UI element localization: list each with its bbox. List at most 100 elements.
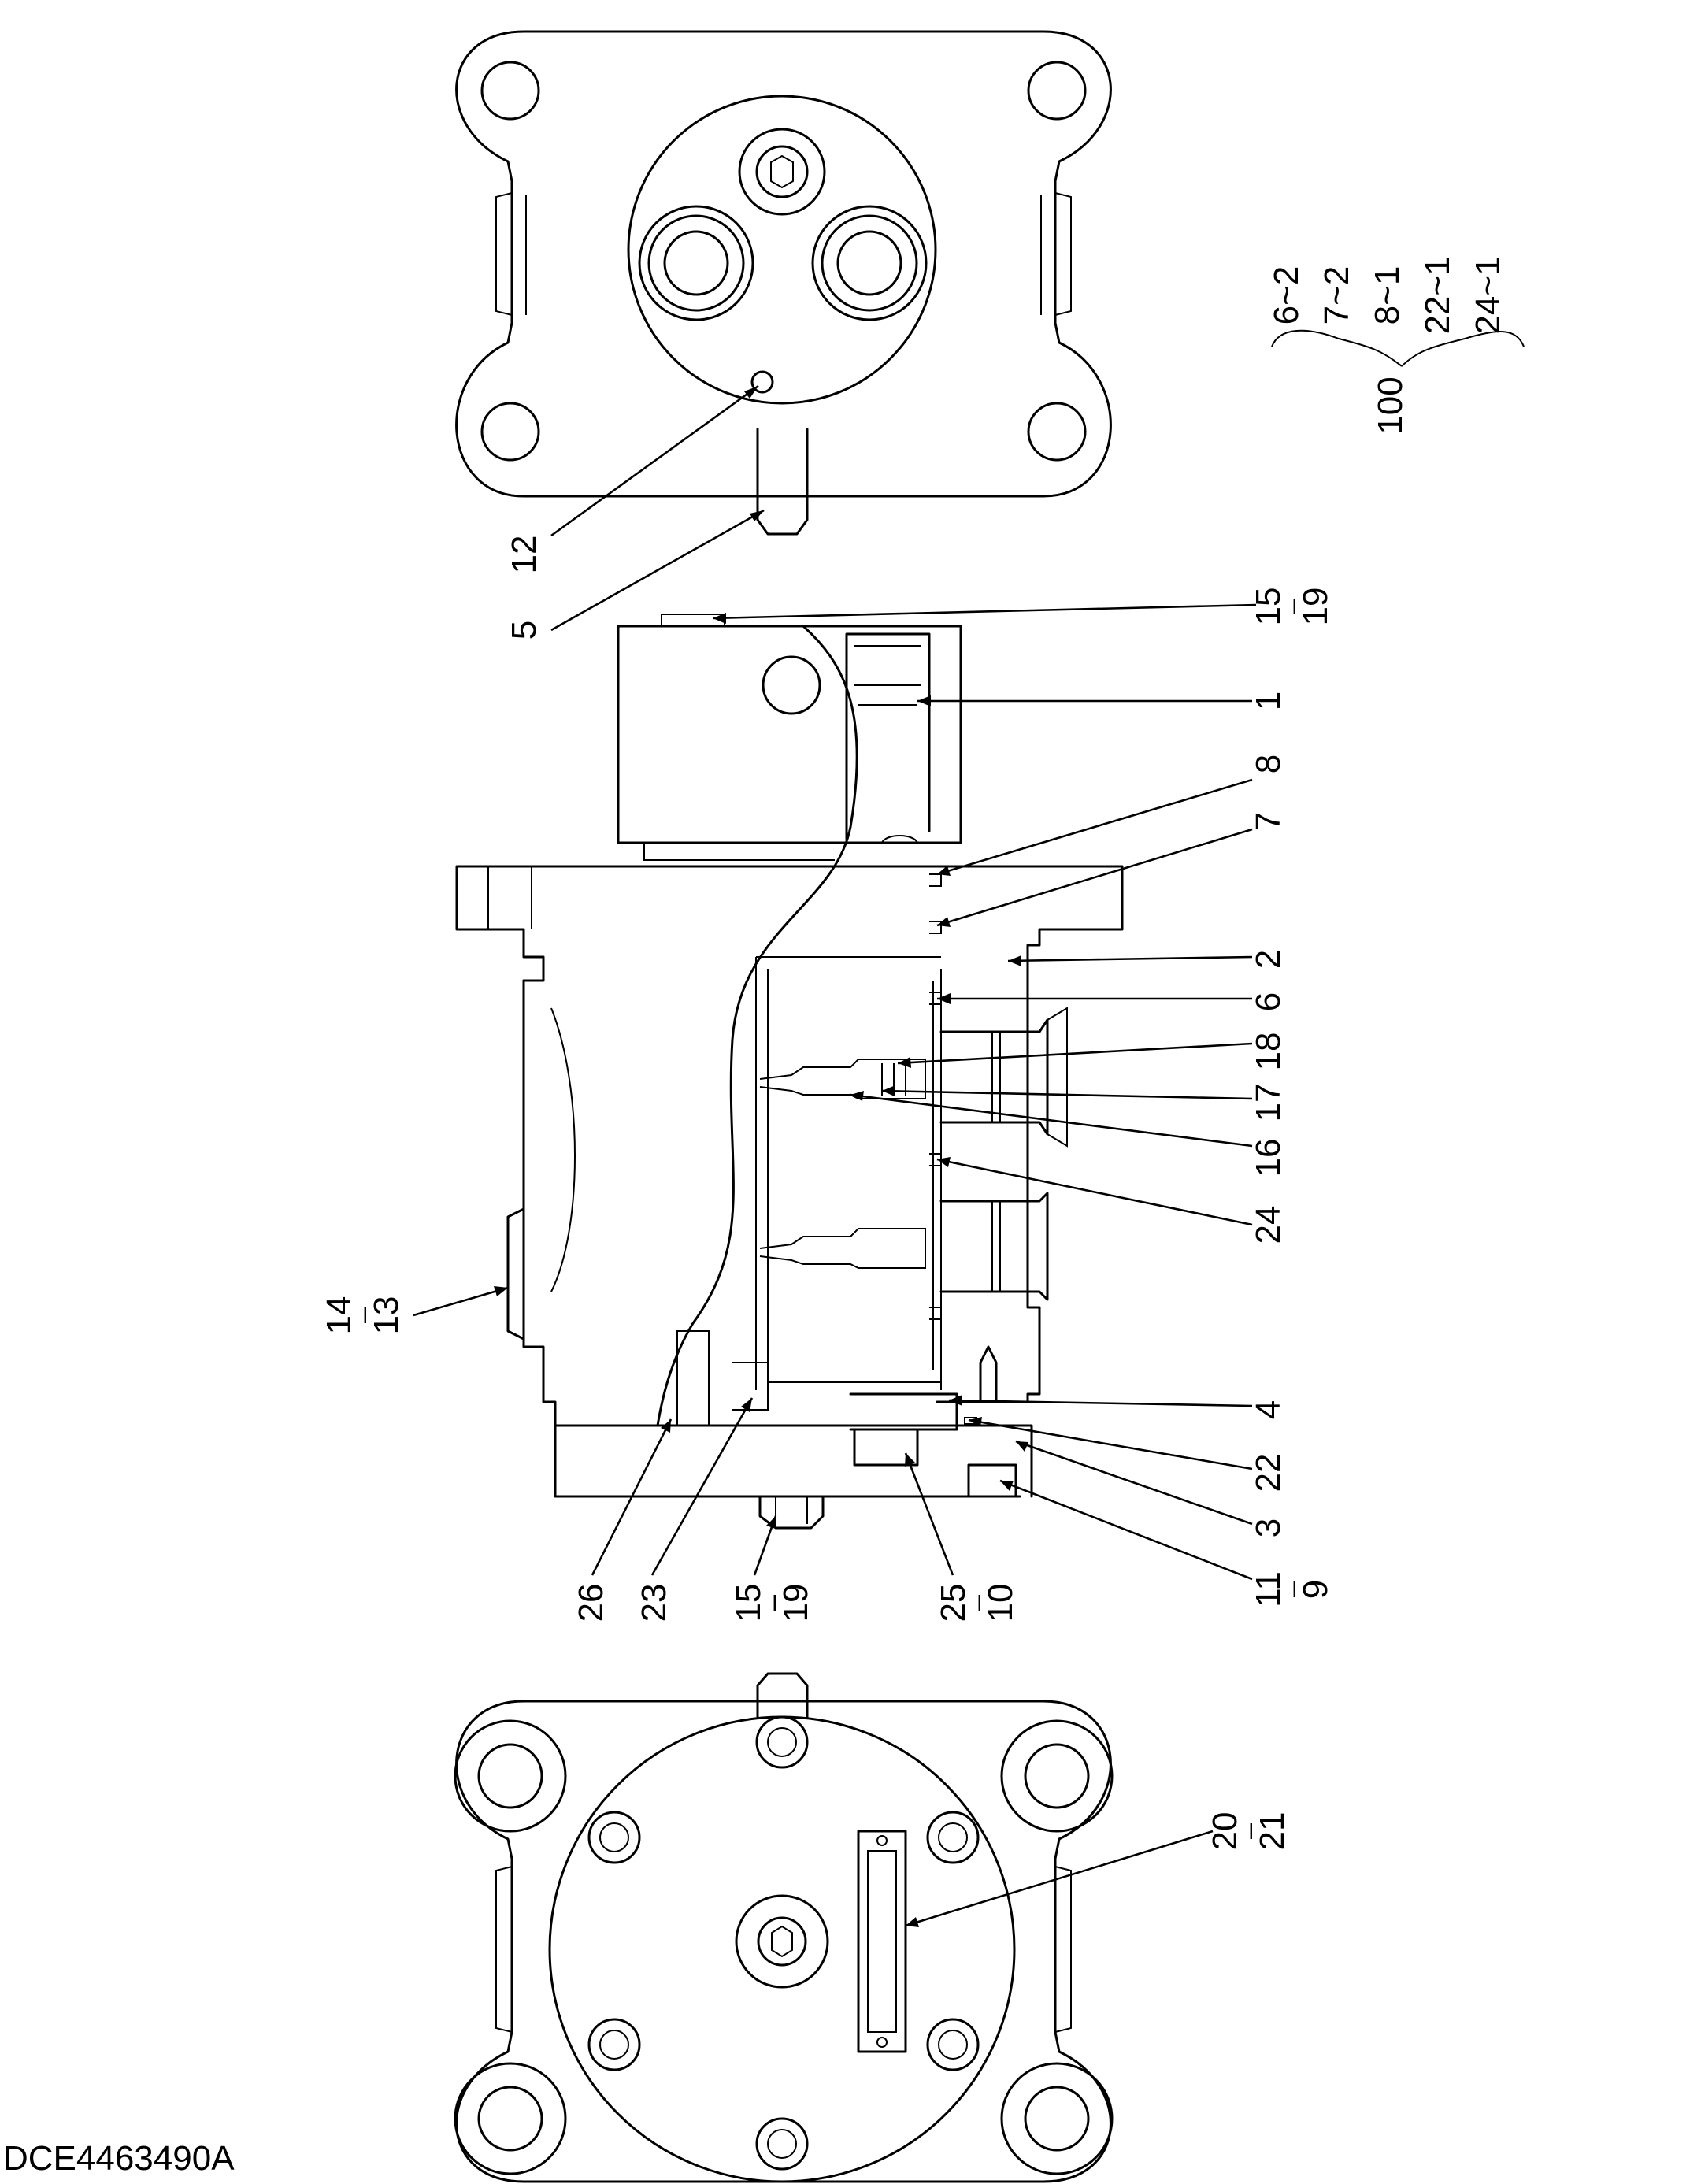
callout-5: 5 bbox=[505, 621, 543, 640]
plug-15-bottom-lines bbox=[775, 1496, 808, 1524]
bottom-ear-top-right bbox=[1000, 1719, 1114, 1833]
pipe-passage bbox=[845, 632, 931, 840]
spool-lower bbox=[759, 1228, 926, 1269]
top-end-view bbox=[455, 30, 1112, 536]
left-port-mid bbox=[647, 214, 745, 312]
bottom-round-body bbox=[548, 1715, 1016, 2183]
callout-8: 8 bbox=[1249, 755, 1288, 773]
top-left-boss bbox=[495, 192, 513, 316]
plate-rivet-top bbox=[876, 1835, 888, 1846]
housing-bulge-14 bbox=[506, 1207, 525, 1340]
name-plate-20-inner bbox=[867, 1850, 897, 2033]
relief-valve-upper-detail bbox=[991, 1007, 1068, 1148]
pin-3 bbox=[979, 1345, 998, 1403]
relief-valve-lower-detail bbox=[991, 1201, 1001, 1292]
bottom-key-tab bbox=[756, 1672, 809, 1719]
kit-brace bbox=[1271, 329, 1525, 367]
small-pin-hole bbox=[750, 370, 774, 394]
callout-3: 3 bbox=[1249, 1518, 1288, 1537]
relief-valve-upper bbox=[939, 1018, 1049, 1136]
callout-23: 23 bbox=[635, 1584, 673, 1622]
mounting-flange bbox=[455, 865, 1124, 1403]
kit-group-100: 100 6~2 7~2 8~1 22~1 24~1 bbox=[1267, 256, 1525, 435]
bottom-left-boss bbox=[495, 1866, 513, 2033]
bolt-hole-top-left bbox=[480, 61, 540, 121]
kit-item-3: 8~1 bbox=[1368, 266, 1406, 325]
bottom-hole-bottom-right bbox=[1024, 2086, 1090, 2152]
screw-11 bbox=[967, 1463, 1017, 1498]
housing-bottom-plate bbox=[554, 1424, 1033, 1498]
housing-left-bulge bbox=[550, 1007, 576, 1292]
cylinder-bore bbox=[755, 956, 941, 1390]
center-hex-socket bbox=[770, 154, 794, 189]
center-bolt-head bbox=[755, 145, 809, 198]
pipe-end-arc bbox=[881, 835, 918, 844]
kit-item-4: 22~1 bbox=[1418, 256, 1457, 334]
bolt-hole-bottom-left bbox=[480, 402, 540, 462]
center-cover-hex bbox=[771, 1925, 793, 1958]
spool-upper bbox=[759, 1059, 926, 1099]
top-key-tab bbox=[756, 428, 809, 536]
top-round-body bbox=[627, 95, 937, 405]
callout-12: 12 bbox=[505, 536, 543, 574]
callout-4: 4 bbox=[1249, 1400, 1288, 1419]
bottom-right-boss bbox=[1054, 1866, 1072, 2033]
top-flange-outline bbox=[455, 30, 1112, 498]
bottom-ear-bottom-left bbox=[454, 2062, 567, 2175]
right-port-outer bbox=[811, 205, 928, 321]
seal-block-left bbox=[676, 1330, 710, 1426]
callout-16: 16 bbox=[1249, 1139, 1288, 1177]
flange-slot bbox=[487, 866, 532, 929]
callout-24: 24 bbox=[1249, 1206, 1288, 1244]
housing-left-wall bbox=[522, 979, 1021, 1498]
left-port-bore bbox=[663, 230, 729, 296]
bottom-ear-top-left bbox=[454, 1719, 567, 1833]
kit-item-5: 24~1 bbox=[1469, 256, 1507, 334]
center-cover-boss bbox=[735, 1894, 829, 1989]
plug-15-bottom bbox=[758, 1495, 825, 1530]
kit-label: 100 bbox=[1371, 376, 1410, 434]
callout-18: 18 bbox=[1249, 1033, 1288, 1071]
callout-7: 7 bbox=[1249, 812, 1288, 831]
cap-ledge bbox=[643, 843, 835, 861]
kit-item-2: 7~2 bbox=[1317, 266, 1356, 325]
upper-cap-block bbox=[617, 625, 962, 844]
bottom-ear-bottom-right bbox=[1000, 2062, 1114, 2175]
bottom-hole-top-left bbox=[477, 1743, 543, 1809]
plug-25 bbox=[853, 1428, 919, 1467]
bottom-hole-bottom-left bbox=[477, 2086, 543, 2152]
drawing-code: DCE4463490A bbox=[3, 2139, 235, 2178]
side-section-view bbox=[455, 614, 1124, 1530]
left-port-outer bbox=[638, 205, 754, 321]
pipe-inner bbox=[854, 645, 921, 706]
top-flange-inner-edge bbox=[525, 195, 1042, 315]
bolt-hole-top-right bbox=[1027, 61, 1087, 121]
relief-valve-lower bbox=[939, 1192, 1049, 1301]
plate-rivet-bottom bbox=[876, 2037, 888, 2048]
callout-6: 6 bbox=[1249, 992, 1288, 1011]
callout-1: 1 bbox=[1249, 692, 1288, 710]
leader-lines bbox=[413, 384, 1257, 1927]
bottom-end-view bbox=[454, 1672, 1114, 2183]
bottom-hole-top-right bbox=[1024, 1743, 1090, 1809]
callout-26: 26 bbox=[572, 1584, 610, 1622]
center-cover-bolt bbox=[757, 1916, 807, 1967]
cap-top-nub bbox=[661, 614, 725, 626]
center-port-boss bbox=[738, 128, 826, 216]
port-block-4 bbox=[849, 1392, 958, 1431]
valve-cavity bbox=[932, 969, 942, 1390]
right-port-bore bbox=[836, 230, 902, 296]
section-cut-curve bbox=[656, 625, 858, 1427]
name-plate-20 bbox=[857, 1830, 907, 2053]
kit-item-1: 6~2 bbox=[1267, 266, 1306, 325]
callout-2: 2 bbox=[1249, 950, 1288, 969]
callout-17: 17 bbox=[1249, 1084, 1288, 1122]
bolt-hole-bottom-right bbox=[1027, 402, 1087, 462]
